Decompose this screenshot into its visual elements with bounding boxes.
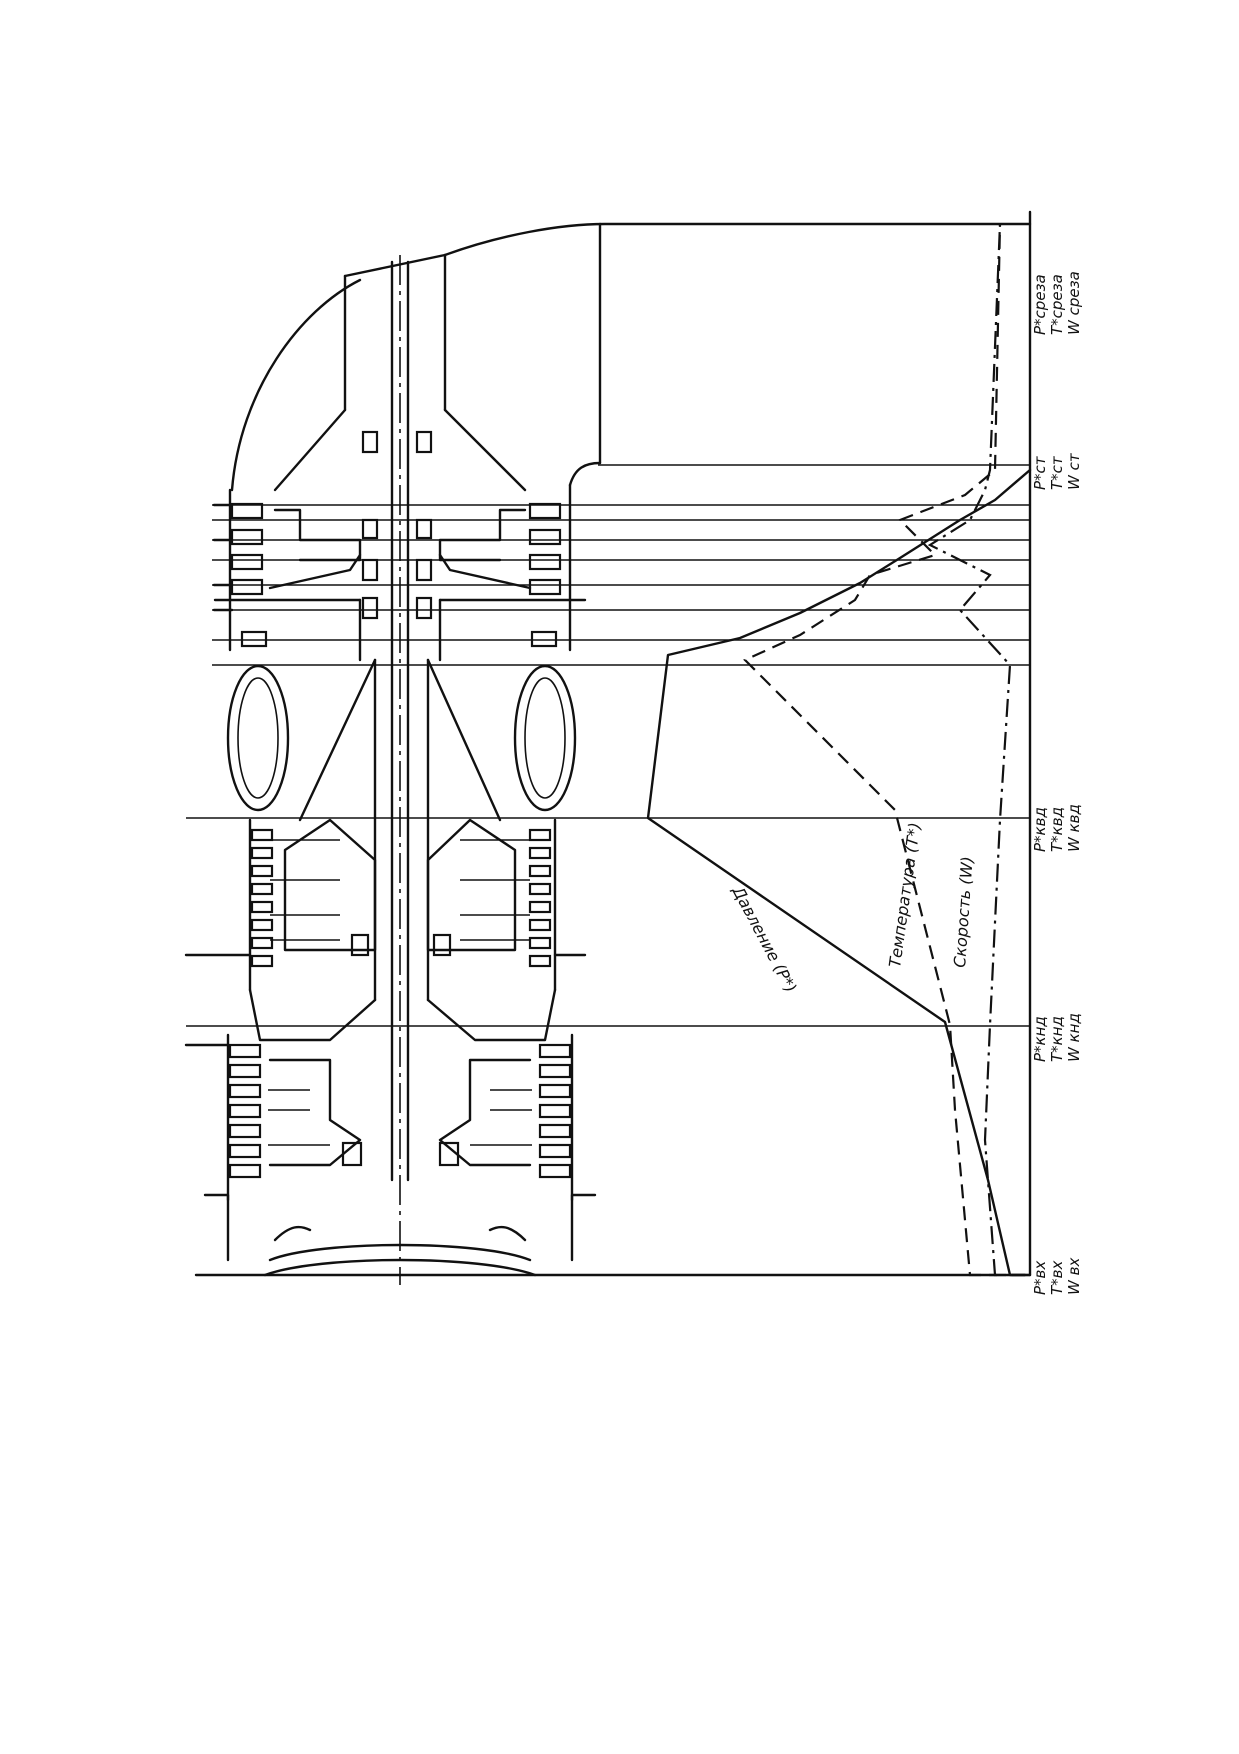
station-vx-p: P*вх [1031,1261,1049,1295]
station-st-p: P*ст [1031,455,1049,490]
inlet [203,1193,597,1277]
combustion-chamber [226,658,577,1002]
turbine-section [212,430,1030,666]
engine-axis [390,255,410,1285]
station-knd-w: W кнд [1065,1013,1083,1062]
nozzle-outline [230,222,1032,492]
station-kvd-t: T*квд [1048,807,1066,852]
station-sreza-p: P*среза [1031,274,1049,335]
lp-blade-rows [228,1043,572,1179]
hp-blade-rows [250,828,552,968]
speed-caption: Скорость (W) [950,856,977,969]
station-kvd-p: P*квд [1031,807,1049,852]
station-sreza-t: T*среза [1048,274,1066,335]
station-st-t: T*ст [1048,455,1066,490]
curve-speed [927,223,1030,1277]
station-kvd-w: W квд [1065,804,1083,852]
lp-compressor [184,1033,574,1202]
curve-pressure [646,468,1032,1277]
station-knd-p: P*кнд [1031,1016,1049,1062]
curve-captions: Давление (P*) Температура (T*) Скорость … [728,821,977,996]
station-labels: P*вх T*вх W вх P*кнд T*кнд W кнд P*квд T… [1031,271,1083,1295]
station-vx-w: W вх [1065,1258,1083,1295]
station-vx-t: T*вх [1048,1260,1066,1295]
station-st-w: W ст [1065,452,1083,490]
hp-compressor [184,818,587,1042]
temperature-caption: Температура (T*) [885,821,924,968]
plot-frame [186,210,1032,1277]
curve-temperature [743,223,1025,1277]
station-knd-t: T*кнд [1048,1016,1066,1062]
station-sreza-w: W среза [1065,271,1083,335]
